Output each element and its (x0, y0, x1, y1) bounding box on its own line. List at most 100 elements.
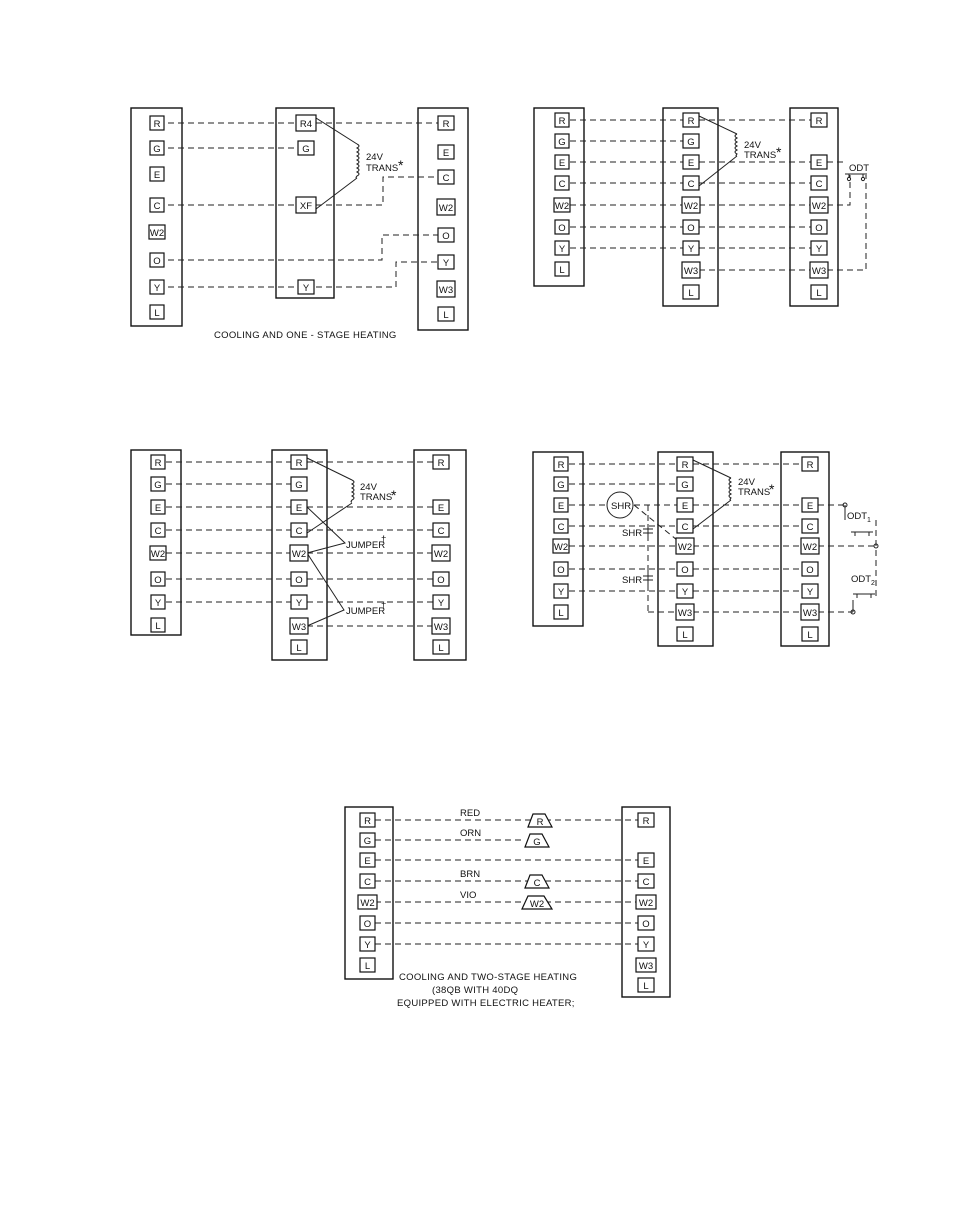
terminal-label: G (154, 480, 161, 491)
terminal-label: R (154, 119, 161, 130)
terminal-label: W3 (812, 266, 826, 277)
terminal-label: C (559, 179, 566, 190)
terminal-label: W2 (639, 898, 653, 909)
terminal-label: C (443, 173, 450, 184)
outdoor-unit-block (621, 806, 671, 998)
odt-label: ODT (849, 163, 869, 174)
odt1-switch: ODT 1 (842, 502, 873, 536)
terminal-label: E (688, 158, 694, 169)
terminal-label: W3 (678, 608, 692, 619)
wire-color-red: RED (460, 808, 480, 819)
terminal-label: W3 (439, 285, 453, 296)
terminal-label: L (816, 288, 821, 299)
terminal-label: G (681, 480, 688, 491)
terminal-label: O (642, 919, 649, 930)
shr-relay-symbol (606, 491, 634, 519)
terminal-label: W2 (678, 542, 692, 553)
caption-two-stage: COOLING AND TWO-STAGE HEATING (399, 972, 577, 983)
terminal-label: O (681, 565, 688, 576)
terminal-label: W2 (439, 203, 453, 214)
trans-voltage-label: 24V (738, 477, 756, 488)
fan-coil-block (271, 449, 328, 661)
terminal-label: R (682, 460, 689, 471)
terminal-label: W3 (803, 608, 817, 619)
terminal-label: Y (154, 283, 161, 294)
jumper-label: JUMPER (346, 540, 385, 551)
terminal-label: R (807, 460, 814, 471)
dagger-mark: † (381, 600, 386, 611)
terminal-label: W3 (292, 622, 306, 633)
terminal-label: L (558, 608, 563, 619)
terminal-label: G (302, 144, 309, 155)
terminal-label: E (643, 856, 649, 867)
terminal-label: R (558, 460, 565, 471)
terminal-label: Y (296, 598, 303, 609)
caption-one-stage: COOLING AND ONE - STAGE HEATING (214, 330, 397, 341)
trans-label: TRANS (738, 487, 770, 498)
terminal-label: G (557, 480, 564, 491)
terminal-label: E (807, 501, 813, 512)
outdoor-unit-block (789, 107, 839, 307)
terminal-label: R (155, 458, 162, 469)
connector-tags: R G C W2 (521, 813, 554, 910)
terminal-label: E (558, 501, 564, 512)
terminal-label: Y (443, 258, 450, 269)
terminal-label: E (438, 503, 444, 514)
terminal-label: C (296, 526, 303, 537)
d1-mid-terminals: R4 G XF Y (295, 114, 317, 295)
terminal-label: R (559, 116, 566, 127)
odt1-subscript: 1 (867, 517, 871, 524)
d3-mid-terminals: R G E C W2 O Y W3 L (289, 454, 309, 655)
terminal-label: L (643, 981, 648, 992)
terminal-label: G (364, 836, 371, 847)
terminal-label: R (443, 119, 450, 130)
trans-star: * (398, 157, 404, 173)
terminal-label: Y (559, 244, 566, 255)
jumper-label: JUMPER (346, 606, 385, 617)
connector-tag-label: W2 (530, 899, 544, 910)
terminal-label: R (688, 116, 695, 127)
terminal-label: O (154, 575, 161, 586)
terminal-label: R (438, 458, 445, 469)
terminal-label: E (155, 503, 161, 514)
terminal-label: W3 (684, 266, 698, 277)
terminal-label: W2 (555, 201, 569, 212)
shr-label: SHR (611, 501, 631, 512)
terminal-label: W2 (360, 898, 374, 909)
d4-left-terminals: R G E C W2 O Y L (552, 456, 570, 620)
terminal-label: O (442, 231, 449, 242)
terminal-label: C (364, 877, 371, 888)
terminal-label: R (296, 458, 303, 469)
thermostat-block (344, 806, 394, 980)
terminal-label: E (443, 148, 449, 159)
terminal-label: G (558, 137, 565, 148)
terminal-label: L (155, 621, 160, 632)
terminal-label: O (557, 565, 564, 576)
d2-left-terminals: R G E C W2 O Y L (553, 112, 571, 277)
wire-color-brn: BRN (460, 869, 480, 880)
d3-right-terminals: R E C W2 O Y W3 L (431, 454, 451, 655)
terminal-label: C (807, 522, 814, 533)
terminal-label: L (807, 630, 812, 641)
d1-left-terminals: R G E C W2 O Y L (148, 115, 166, 320)
terminal-label: W2 (150, 228, 164, 239)
terminal-label: Y (303, 283, 310, 294)
dagger-mark: † (381, 534, 386, 545)
wire-color-labels: RED ORN BRN VIO (460, 808, 481, 901)
terminal-label: E (296, 503, 302, 514)
terminal-label: O (364, 919, 371, 930)
terminal-label: L (559, 265, 564, 276)
d3-left-terminals: R G E C W2 O Y L (149, 454, 167, 633)
terminal-label: O (687, 223, 694, 234)
d2-mid-terminals: R G E C W2 O Y W3 L (681, 112, 701, 300)
terminal-label: O (558, 223, 565, 234)
terminal-label: Y (155, 598, 162, 609)
terminal-label: L (365, 961, 370, 972)
terminal-label: C (682, 522, 689, 533)
caption-two-stage-equipment: EQUIPPED WITH ELECTRIC HEATER; (397, 998, 575, 1009)
terminal-label: O (806, 565, 813, 576)
terminal-label: E (154, 170, 160, 181)
terminal-label: G (153, 144, 160, 155)
shr-contact-label: SHR (622, 575, 642, 586)
